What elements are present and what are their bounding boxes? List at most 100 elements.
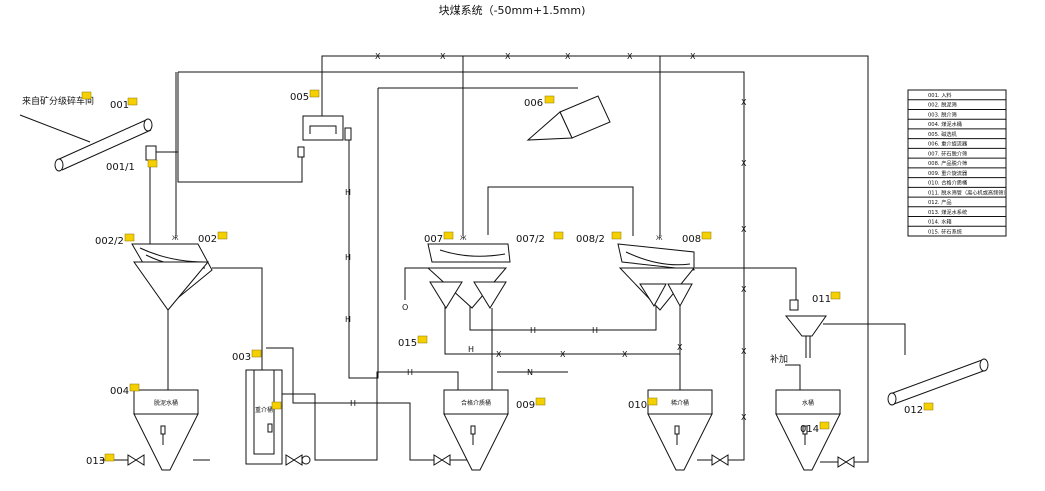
tag-008-2: 008/2	[576, 234, 605, 245]
legend-item: 010. 合格介质桶	[928, 179, 967, 187]
note-icon[interactable]	[147, 159, 158, 168]
valve-marker: X	[440, 52, 446, 61]
note-icon[interactable]	[535, 397, 546, 406]
note-icon[interactable]	[443, 231, 454, 240]
note-icon[interactable]	[647, 397, 658, 406]
valve-marker: X	[741, 413, 747, 422]
tag-005: 005	[290, 92, 309, 103]
tag-008: 008	[682, 234, 701, 245]
legend-item: 013. 煤泥水系统	[928, 208, 967, 216]
break-marker: H	[345, 188, 351, 197]
valve-marker: X	[741, 285, 747, 294]
note-icon[interactable]	[819, 421, 830, 430]
tag-013: 013	[86, 456, 105, 467]
dewatering-011	[784, 299, 827, 358]
valve-marker: X	[622, 350, 628, 359]
svg-text:Ж: Ж	[172, 235, 179, 242]
note-icon[interactable]	[217, 231, 228, 240]
screen-008: Ж	[617, 235, 696, 311]
open-marker: O	[402, 303, 408, 312]
tag-009: 009	[516, 400, 535, 411]
diagram-title: 块煤系统（-50mm+1.5mm)	[439, 4, 586, 17]
note-icon[interactable]	[124, 233, 135, 242]
valve-marker: X	[741, 159, 747, 168]
legend-item: 002. 脱泥筛	[928, 101, 957, 109]
note-icon[interactable]	[611, 231, 622, 240]
note-icon[interactable]	[553, 231, 564, 240]
desliming-screen-002: Ж	[131, 235, 213, 311]
legend-item: 008. 产品脱介筛	[928, 159, 967, 167]
screen-007: Ж	[426, 235, 511, 309]
valve-marker: X	[560, 350, 566, 359]
tag-010: 010	[628, 400, 647, 411]
note-icon[interactable]	[271, 401, 282, 410]
valve-marker: X	[565, 52, 571, 61]
tank-010-label: 稀介桶	[671, 399, 689, 407]
note-icon[interactable]	[417, 335, 428, 344]
tank-010: 稀介桶	[647, 389, 713, 471]
chute-001-1	[145, 145, 157, 161]
tag-004: 004	[110, 386, 129, 397]
valve-marker: X	[741, 98, 747, 107]
svg-text:Ж: Ж	[656, 235, 663, 242]
pipe-network	[100, 55, 906, 463]
tank-014-label: 水桶	[802, 399, 814, 407]
water-supply-label: 补加	[770, 353, 788, 365]
note-icon[interactable]	[923, 402, 934, 411]
valve-marker: X	[741, 347, 747, 356]
node-marker: N	[527, 368, 533, 377]
tag-006: 006	[524, 98, 543, 109]
tank-009-label: 合格介质桶	[461, 399, 491, 407]
feed-conveyor-001	[19, 114, 153, 172]
note-icon[interactable]	[309, 89, 320, 98]
break-marker: H	[407, 368, 413, 377]
tag-001-1: 001/1	[106, 162, 135, 173]
pipe-markers: X X X X X X X X X X X X X X X X H H H H …	[345, 52, 747, 422]
source-label: 来自矿分级碎车间	[22, 95, 94, 107]
legend-item: 014. 水箱	[928, 218, 952, 226]
break-marker: H	[530, 326, 536, 335]
tag-002: 002	[198, 234, 217, 245]
product-conveyor-012	[887, 358, 989, 406]
tag-012: 012	[904, 405, 923, 416]
tag-015: 015	[398, 338, 417, 349]
valve-marker: X	[375, 52, 381, 61]
legend-item: 007. 矸石脱介筛	[928, 149, 967, 157]
break-marker: H	[592, 326, 598, 335]
tag-007: 007	[424, 234, 443, 245]
tag-003: 003	[232, 352, 251, 363]
break-marker: H	[350, 399, 356, 408]
note-icon[interactable]	[544, 95, 555, 104]
tank-004-label: 脱泥水桶	[154, 399, 178, 407]
note-icon[interactable]	[830, 291, 841, 300]
note-icon[interactable]	[129, 383, 140, 392]
note-icon[interactable]	[127, 97, 138, 106]
note-icon[interactable]	[81, 91, 92, 100]
break-marker: H	[468, 345, 474, 354]
note-icons[interactable]	[81, 89, 934, 462]
valve-marker: X	[496, 350, 502, 359]
svg-text:Ж: Ж	[460, 235, 467, 242]
note-icon[interactable]	[701, 231, 712, 240]
tag-007-2: 007/2	[516, 234, 545, 245]
tag-001: 001	[110, 100, 129, 111]
note-icon[interactable]	[104, 453, 115, 462]
tank-004: 脱泥水桶	[133, 389, 199, 471]
legend-item: 003. 脱介筛	[928, 110, 957, 118]
equipment-tags: 001 001/1 002/2 002 005 006 007 007/2 00…	[86, 92, 923, 467]
legend-item: 001. 入料	[928, 91, 952, 99]
magnetic-separator-005	[297, 115, 352, 158]
valve-marker: X	[677, 343, 683, 352]
valve-marker: X	[627, 52, 633, 61]
cyclone-006	[526, 95, 611, 141]
valve-marker: X	[505, 52, 511, 61]
valve-marker: X	[690, 52, 696, 61]
legend-item: 005. 磁选机	[928, 130, 958, 138]
tag-014: 014	[800, 424, 819, 435]
note-icon[interactable]	[251, 349, 262, 358]
legend-item: 011. 脱水筛管（离心机或高频筛）	[928, 188, 1009, 196]
legend-item: 006. 重介旋流器	[928, 140, 968, 148]
tank-009: 合格介质桶	[443, 389, 509, 471]
